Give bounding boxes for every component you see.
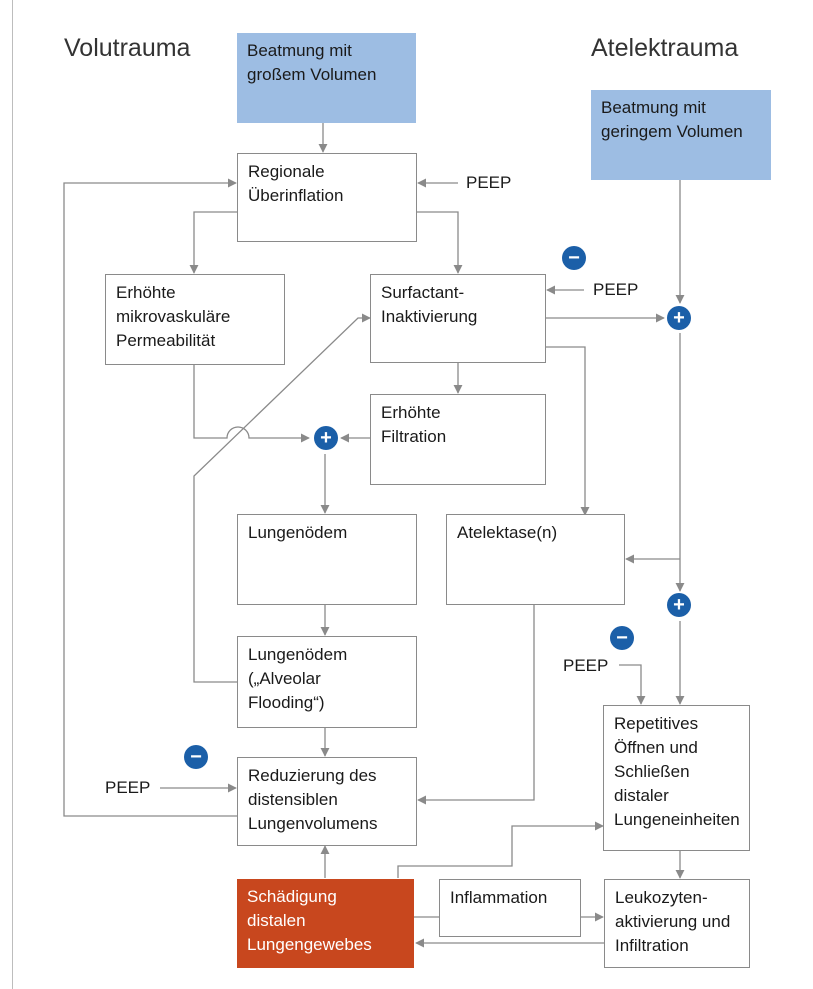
box-inflammation: Inflammation [439,879,581,937]
box-surfactant: Surfactant- Inaktivierung [370,274,546,363]
minus-icon: − [610,626,634,650]
box-high-volume: Beatmung mit großem Volumen [237,33,416,123]
box-filtration: Erhöhte Filtration [370,394,546,485]
arrow-surfactant-atelectasis [545,346,590,516]
box-permeability: Erhöhte mikrovaskuläre Permeabilität [105,274,285,365]
heading-atelektrauma: Atelektrauma [591,34,739,62]
box-repetitive-opening: Repetitives Öffnen und Schließen distale… [603,705,750,851]
peep-label-repetitive: PEEP [563,656,609,675]
minus-icon: − [184,745,208,769]
minus-icon: − [562,246,586,270]
box-volume-reduction: Reduzierung des distensiblen Lungenvolum… [237,757,417,846]
box-regional-overinflation: Regionale Überinflation [237,153,417,242]
box-atelectasis: Atelektase(n) [446,514,625,605]
plus-icon: + [667,593,691,617]
box-tissue-damage: Schädigung distalen Lungengewebes [237,879,414,968]
heading-volutrauma: Volutrauma [64,34,191,62]
peep-label-reduction: PEEP [105,778,151,797]
peep-label-surfactant: PEEP [593,280,639,299]
diagram-frame [12,0,813,989]
arrow-reduction-regional [63,178,238,817]
plus-icon: + [667,306,691,330]
box-leukocyte: Leukozyten- aktivierung und Infiltration [604,879,750,968]
arrow-permeability-plus [193,365,310,443]
arrow-regional-surfactant [416,211,463,274]
arrow-peep-repetitive [619,664,646,705]
box-edema: Lungenödem [237,514,417,605]
plus-icon: + [314,426,338,450]
arrow-flooding-surfactant [193,313,371,683]
peep-label-regional: PEEP [466,173,512,192]
box-alveolar-flooding: Lungenödem („Alveolar Flooding“) [237,636,417,728]
arrow-damage-repetitive [397,821,604,878]
box-low-volume: Beatmung mit geringem Volumen [591,90,771,180]
arrow-atelectasis-reduction [417,605,535,805]
